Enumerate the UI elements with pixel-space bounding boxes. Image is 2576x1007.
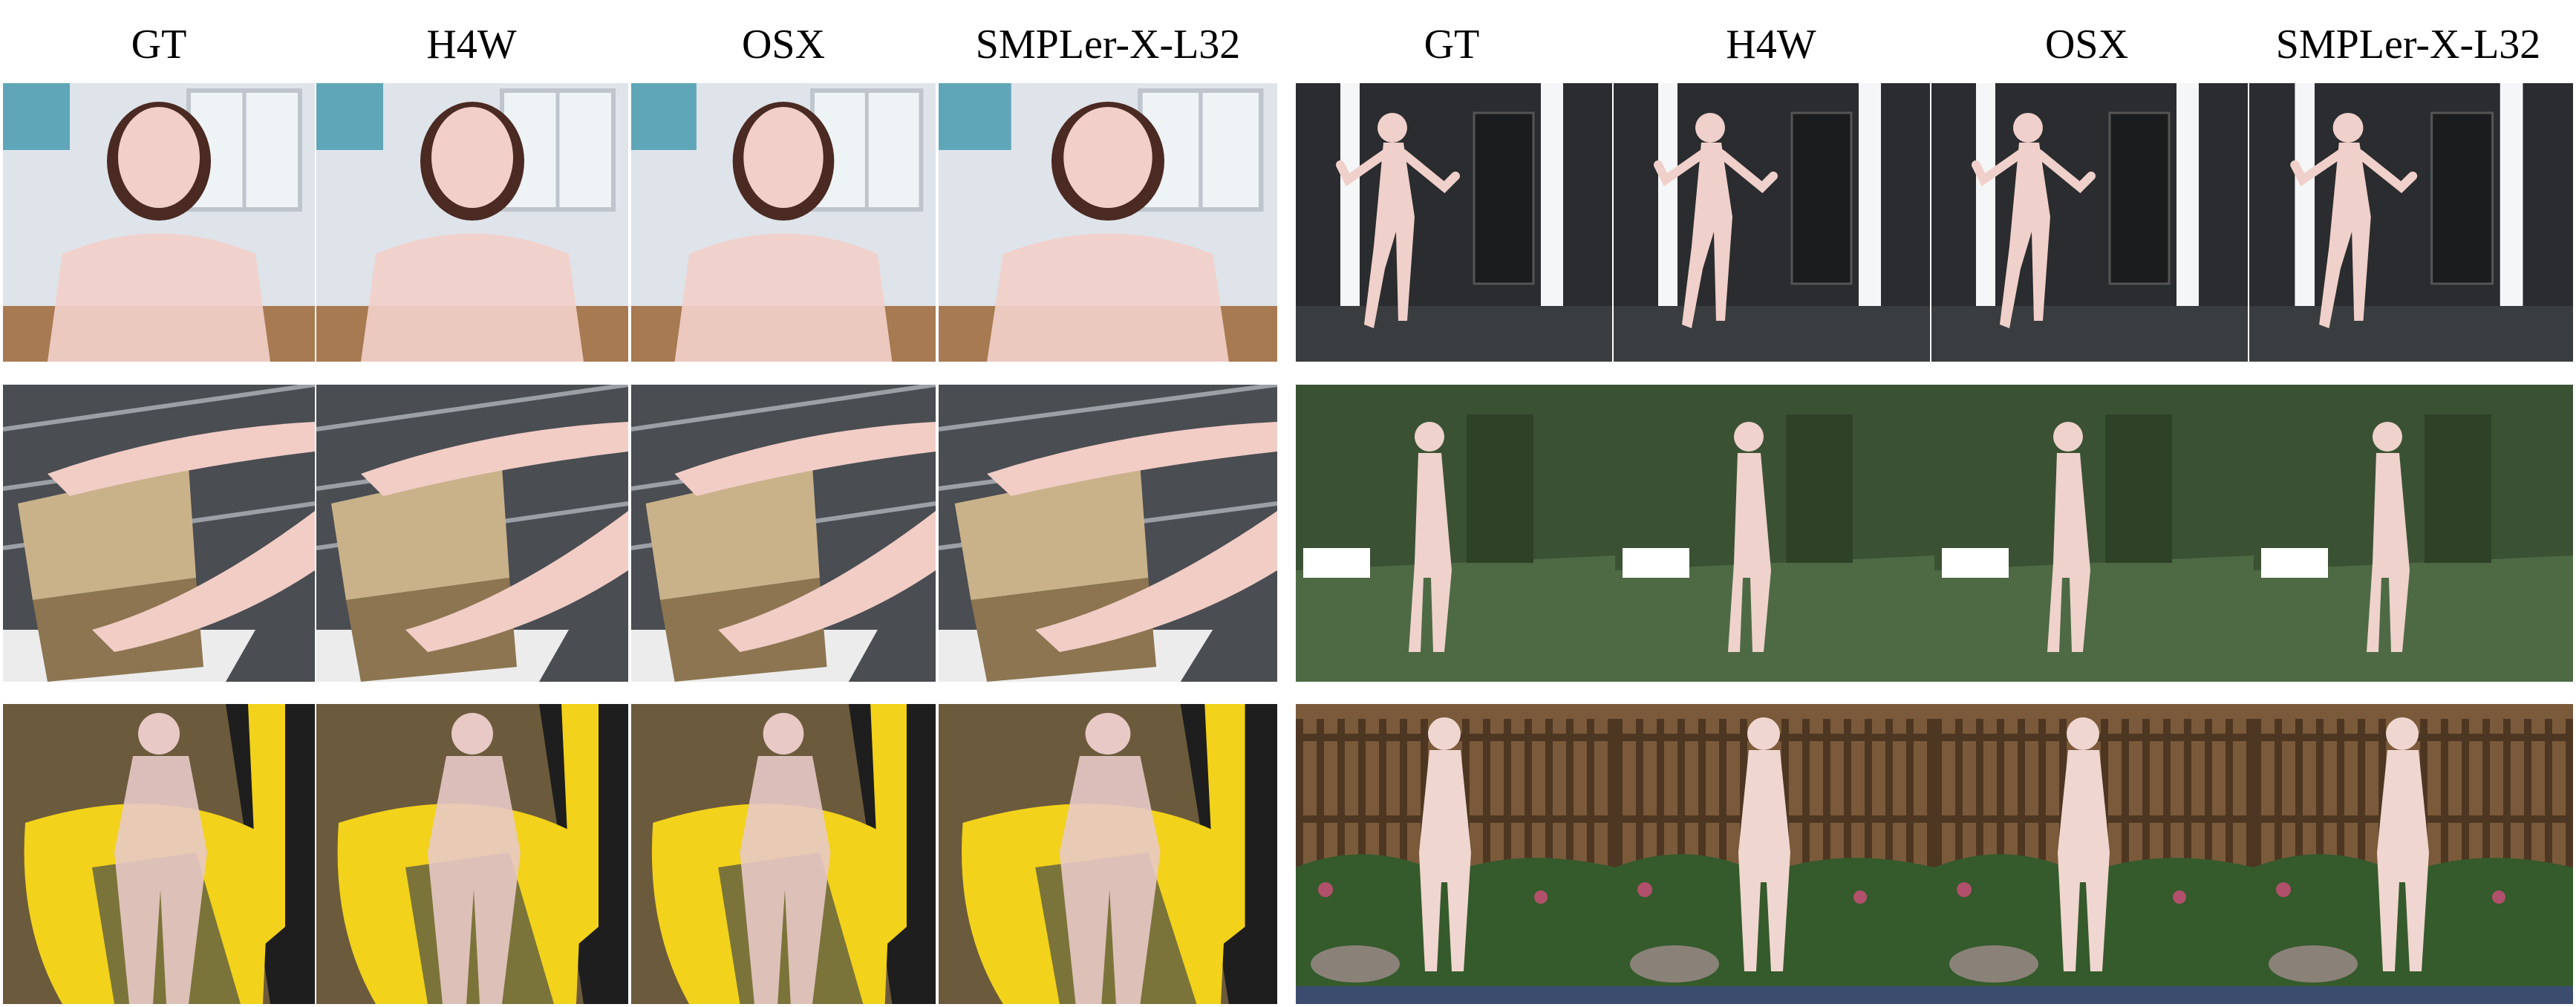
office-seated-image bbox=[631, 83, 936, 362]
green-room-image bbox=[1934, 385, 2254, 682]
column-header-osx: OSX bbox=[741, 22, 826, 68]
column-header-h4w: H4W bbox=[426, 22, 517, 68]
row-office-seated bbox=[3, 83, 1277, 362]
green-room-image bbox=[1296, 385, 1615, 682]
box-hands-image bbox=[939, 385, 1277, 682]
yellow-chair-image bbox=[316, 704, 628, 1004]
row-green-room bbox=[1296, 385, 2573, 682]
yellow-chair-image bbox=[631, 704, 936, 1004]
yellow-chair-image bbox=[3, 704, 315, 1004]
left-panel-group: GT H4W OSX SMPLer-X-L32 bbox=[3, 0, 1277, 1007]
studio-dancer-image bbox=[1614, 83, 1930, 362]
green-room-image bbox=[1615, 385, 1934, 682]
right-column-headers: GT H4W OSX SMPLer-X-L32 bbox=[1296, 0, 2573, 83]
column-header-osx: OSX bbox=[2044, 22, 2129, 68]
office-seated-image bbox=[3, 83, 315, 362]
column-header-h4w: H4W bbox=[1726, 22, 1816, 68]
garden-fence-image bbox=[1615, 704, 1934, 1004]
studio-dancer-image bbox=[1931, 83, 2248, 362]
column-header-gt: GT bbox=[1424, 22, 1480, 68]
column-header-smpler-x-l32: SMPLer-X-L32 bbox=[975, 22, 1241, 68]
column-header-smpler-x-l32: SMPLer-X-L32 bbox=[2275, 22, 2541, 68]
row-yellow-chair bbox=[3, 704, 1277, 1004]
left-column-headers: GT H4W OSX SMPLer-X-L32 bbox=[3, 0, 1277, 83]
box-hands-image bbox=[316, 385, 628, 682]
box-hands-image bbox=[3, 385, 315, 682]
office-seated-image bbox=[316, 83, 628, 362]
office-seated-image bbox=[939, 83, 1277, 362]
garden-fence-image bbox=[2254, 704, 2573, 1004]
green-room-image bbox=[2254, 385, 2573, 682]
yellow-chair-image bbox=[939, 704, 1277, 1004]
box-hands-image bbox=[631, 385, 936, 682]
garden-fence-image bbox=[1296, 704, 1615, 1004]
studio-dancer-image bbox=[1296, 83, 1612, 362]
row-studio-dancer bbox=[1296, 83, 2573, 362]
row-box-hands bbox=[3, 385, 1277, 682]
row-garden-fence bbox=[1296, 704, 2573, 1004]
garden-fence-image bbox=[1934, 704, 2254, 1004]
column-header-gt: GT bbox=[131, 22, 187, 68]
right-panel-group: GT H4W OSX SMPLer-X-L32 bbox=[1296, 0, 2573, 1007]
studio-dancer-image bbox=[2249, 83, 2573, 362]
